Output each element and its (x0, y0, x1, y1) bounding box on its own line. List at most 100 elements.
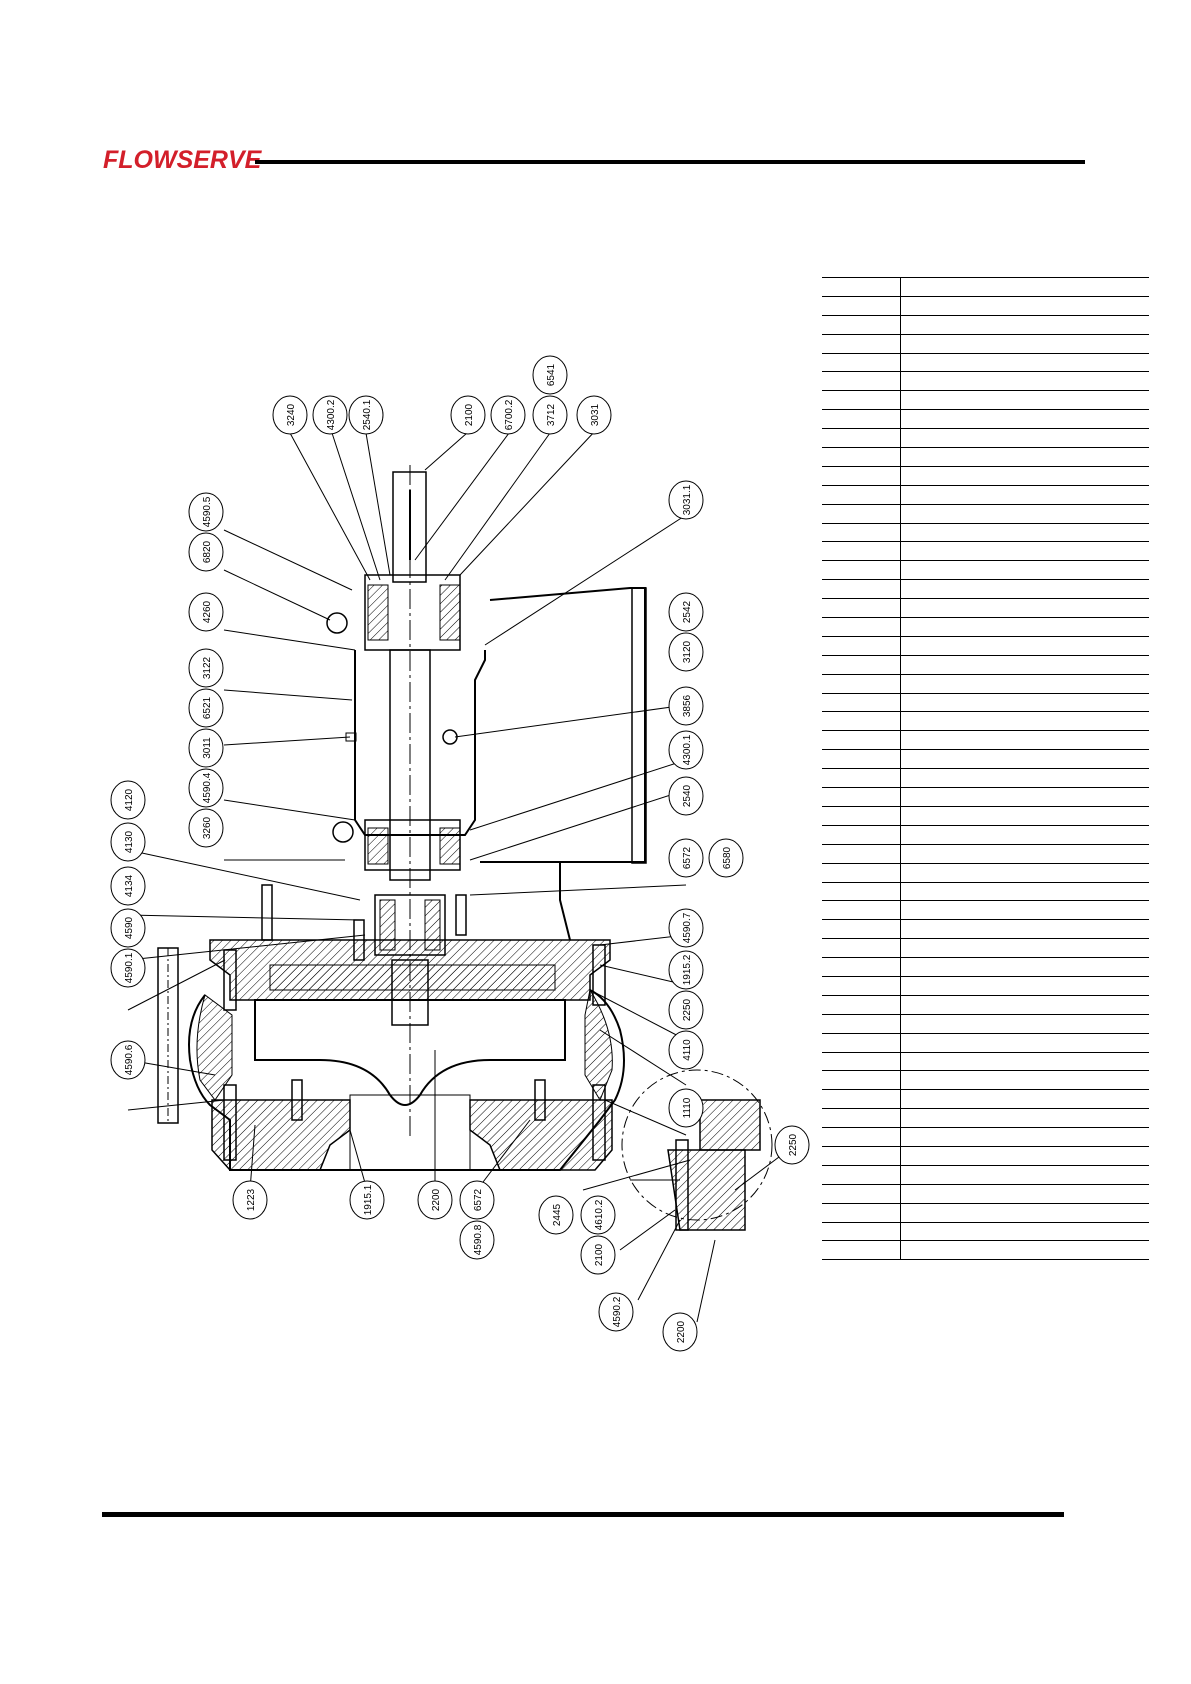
part-number-cell (822, 976, 901, 996)
part-number-cell (822, 711, 901, 732)
parts-table-row (822, 1203, 1149, 1223)
part-number-cell (822, 390, 901, 411)
parts-table-row (822, 1240, 1149, 1261)
svg-text:4110: 4110 (682, 1039, 693, 1061)
svg-text:4590: 4590 (124, 916, 135, 939)
callout-6580: 6580 (708, 838, 744, 883)
parts-table-row (822, 844, 1149, 864)
parts-table-row (822, 1070, 1149, 1091)
parts-table-row (822, 315, 1149, 335)
part-description-cell (900, 1070, 1149, 1091)
part-number-cell (822, 1184, 901, 1204)
part-number-cell (822, 541, 901, 562)
parts-table-row (822, 938, 1149, 959)
part-description-cell (900, 485, 1149, 505)
svg-text:4590.4: 4590.4 (202, 772, 213, 803)
part-description-cell (900, 579, 1149, 600)
callout-2540-1: 2540.1 (348, 395, 384, 440)
svg-text:1223: 1223 (246, 1188, 257, 1211)
svg-text:3260: 3260 (202, 816, 213, 839)
svg-text:2540: 2540 (682, 784, 693, 807)
part-number-cell (822, 504, 901, 524)
callout-4590-5: 4590.5 (188, 492, 224, 537)
part-number-cell (822, 409, 901, 430)
parts-table-row (822, 560, 1149, 581)
parts-table-row (822, 447, 1149, 467)
svg-text:2445: 2445 (552, 1203, 563, 1226)
parts-table-row (822, 353, 1149, 373)
part-description-cell (900, 749, 1149, 770)
callout-3011: 3011 (188, 728, 224, 773)
svg-text:1110: 1110 (682, 1097, 693, 1118)
callout-4120: 4120 (110, 780, 146, 825)
callout-2200-detail: 2200 (662, 1312, 698, 1357)
part-description-cell (900, 277, 1149, 297)
part-description-cell (900, 787, 1149, 807)
parts-table-row (822, 1014, 1149, 1034)
part-description-cell (900, 1108, 1149, 1129)
parts-table-row (822, 277, 1149, 297)
part-number-cell (822, 749, 901, 770)
part-number-cell (822, 636, 901, 656)
part-description-cell (900, 825, 1149, 845)
svg-text:1915.1: 1915.1 (363, 1184, 374, 1215)
svg-text:2200: 2200 (431, 1188, 442, 1211)
svg-text:6700.2: 6700.2 (504, 399, 515, 430)
header-rule (255, 160, 1085, 164)
callout-3031-1: 3031.1 (668, 480, 704, 525)
part-number-cell (822, 447, 901, 467)
callout-4590-1-upper: 4590.1 (110, 948, 146, 993)
parts-table-row (822, 523, 1149, 543)
svg-text:2250: 2250 (682, 998, 693, 1021)
callout-2250: 2250 (668, 990, 704, 1035)
part-description-cell (900, 976, 1149, 996)
parts-list-table (822, 277, 1149, 1261)
parts-table-row (822, 693, 1149, 713)
part-description-cell (900, 523, 1149, 543)
parts-table-row (822, 371, 1149, 392)
parts-table-row (822, 334, 1149, 354)
svg-text:4120: 4120 (124, 788, 135, 811)
part-description-cell (900, 371, 1149, 392)
part-description-cell (900, 409, 1149, 430)
parts-table-row (822, 1146, 1149, 1166)
part-number-cell (822, 523, 901, 543)
svg-text:2250: 2250 (788, 1133, 799, 1156)
svg-text:4590.8: 4590.8 (473, 1224, 484, 1255)
part-number-cell (822, 560, 901, 581)
part-number-cell (822, 882, 901, 902)
parts-table-row (822, 957, 1149, 977)
part-number-cell (822, 730, 901, 751)
svg-text:6572: 6572 (473, 1188, 484, 1211)
part-number-cell (822, 806, 901, 826)
callout-4590: 4590 (110, 908, 146, 953)
flowserve-logo: FLOWSERVE (103, 146, 262, 174)
svg-text:3856: 3856 (682, 694, 693, 717)
callout-6521: 6521 (188, 688, 224, 733)
part-description-cell (900, 730, 1149, 751)
svg-text:4590.6: 4590.6 (124, 1044, 135, 1075)
callout-1110: 1110 (668, 1088, 704, 1133)
part-number-cell (822, 1089, 901, 1110)
part-description-cell (900, 1014, 1149, 1034)
part-number-cell (822, 900, 901, 921)
part-description-cell (900, 1240, 1149, 1261)
part-number-cell (822, 1222, 901, 1242)
parts-table-row (822, 428, 1149, 449)
callout-4130: 4130 (110, 822, 146, 867)
callout-4300-2: 4300.2 (312, 395, 348, 440)
parts-table-row (822, 598, 1149, 619)
parts-table-row (822, 806, 1149, 826)
callout-1915-1: 1915.1 (349, 1180, 385, 1225)
part-number-cell (822, 655, 901, 675)
svg-text:2540.1: 2540.1 (362, 399, 373, 430)
svg-text:6541: 6541 (546, 363, 557, 386)
part-description-cell (900, 447, 1149, 467)
callout-1915-2: 1915.2 (668, 950, 704, 995)
parts-table-row (822, 711, 1149, 732)
parts-table-row (822, 1089, 1149, 1110)
parts-table-row (822, 674, 1149, 694)
svg-text:6820: 6820 (202, 540, 213, 563)
parts-table-row (822, 825, 1149, 845)
part-description-cell (900, 541, 1149, 562)
